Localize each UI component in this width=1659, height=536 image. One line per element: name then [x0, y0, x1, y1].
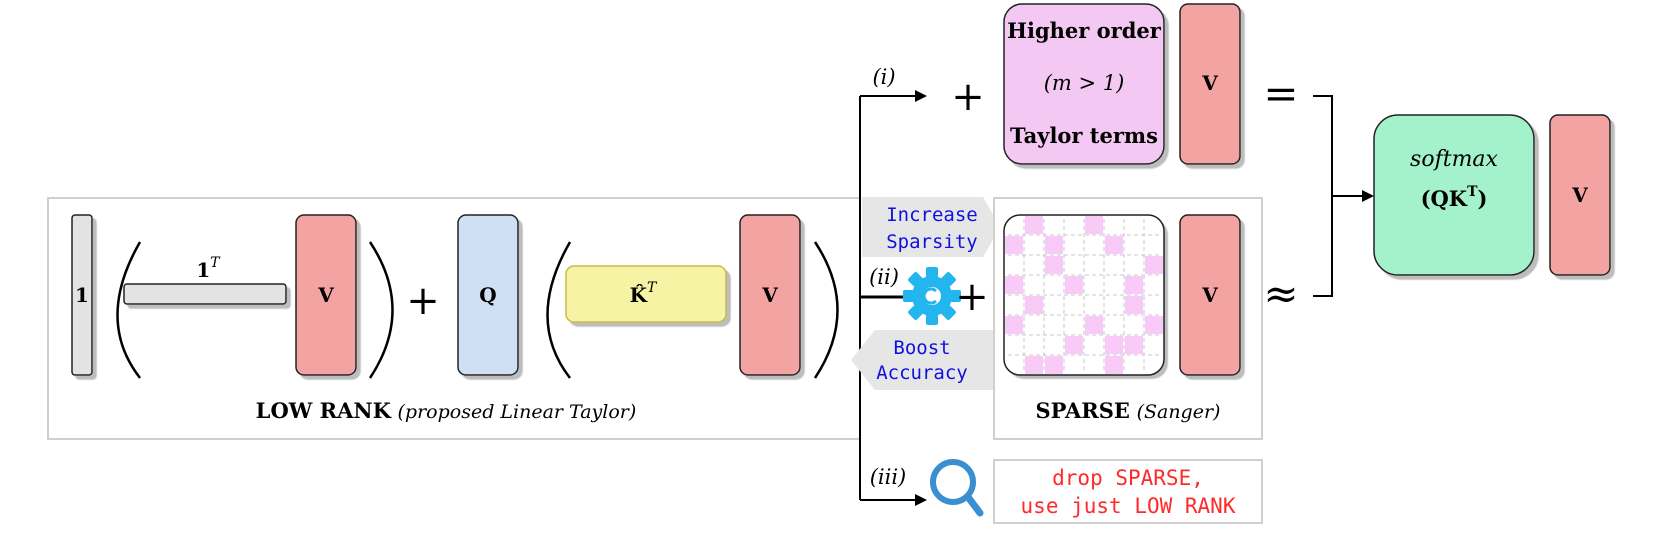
sparse-cell	[1145, 256, 1163, 274]
left-paren-2	[546, 241, 572, 379]
approx-sign: ≈	[1263, 269, 1298, 318]
drop-sparse-line2: use just LOW RANK	[1021, 494, 1236, 518]
boost-accuracy-line2: Accuracy	[876, 362, 968, 384]
branch-iii-label: (iii)	[870, 465, 907, 489]
ones-transpose-vector	[123, 283, 287, 305]
sparse-cell	[1125, 296, 1143, 314]
sparse-cell	[1045, 256, 1063, 274]
v-matrix-sparse	[1179, 214, 1241, 376]
sparse-cell	[1025, 296, 1043, 314]
right-paren-1	[368, 241, 394, 379]
sparse-cell	[1025, 216, 1043, 234]
v-matrix-softmax	[1549, 114, 1611, 276]
k-hat-transpose-matrix	[565, 265, 727, 323]
branch-ii-label: (ii)	[869, 265, 899, 289]
q-matrix-label: Q	[479, 283, 496, 307]
gear-icon	[903, 267, 961, 325]
sparse-cell	[1005, 316, 1023, 334]
sparse-cell	[1025, 356, 1043, 374]
sparse-matrix-grid	[1008, 219, 1160, 371]
v-matrix-low-rank-2	[739, 214, 801, 376]
ones-transpose-sup: T	[210, 255, 221, 271]
ones-vector	[71, 214, 93, 376]
ones-transpose-label: 1T	[196, 255, 221, 282]
k-hat-transpose-label: K̂T	[630, 280, 658, 307]
v-matrix-higher-order	[1179, 3, 1241, 165]
sparse-cell	[1085, 216, 1103, 234]
middle-plus: +	[955, 274, 989, 320]
low-rank-plus: +	[406, 278, 440, 324]
softmax-line1: softmax	[1410, 147, 1498, 172]
v-matrix-sparse-label: V	[1201, 283, 1218, 307]
softmax-box	[1373, 114, 1535, 276]
sparse-cell	[1045, 356, 1063, 374]
sparse-cell	[1105, 336, 1123, 354]
drop-sparse-box	[993, 459, 1263, 524]
drop-sparse-line1: drop SPARSE,	[1052, 466, 1204, 490]
higher-order-box	[1003, 3, 1165, 165]
sparse-cell	[1105, 236, 1123, 254]
v-matrix-softmax-label: V	[1571, 183, 1588, 207]
low-rank-caption: LOW RANK (proposed Linear Taylor)	[256, 398, 637, 423]
sparse-matrix-cells	[1005, 216, 1163, 374]
sparse-cell	[1005, 236, 1023, 254]
k-hat-sup: T	[647, 280, 658, 296]
equals-sign: =	[1263, 69, 1298, 118]
increase-sparsity-arrow	[862, 197, 1000, 257]
increase-sparsity-line2: Sparsity	[886, 231, 978, 253]
sparse-cell	[1145, 316, 1163, 334]
sparse-cell	[1125, 276, 1143, 294]
sparse-cell	[1065, 276, 1083, 294]
left-paren-1	[116, 241, 142, 379]
higher-order-plus: +	[951, 74, 985, 120]
v-matrix-low-rank-2-label: V	[761, 283, 778, 307]
sparse-cell	[1065, 336, 1083, 354]
magnifier-icon	[930, 459, 984, 517]
higher-order-line3: Taylor terms	[1010, 123, 1158, 148]
sparse-cell	[1005, 276, 1023, 294]
sparse-caption: SPARSE (Sanger)	[1036, 398, 1221, 423]
boost-accuracy-arrow	[851, 330, 995, 390]
sparse-matrix-border	[1003, 214, 1165, 376]
higher-order-line2: (m > 1)	[1044, 71, 1125, 95]
softmax-sup: T	[1467, 184, 1478, 200]
q-matrix	[457, 214, 519, 376]
sparse-matrix	[1003, 214, 1165, 376]
sparse-cell	[1085, 316, 1103, 334]
ones-vector-label: 1	[75, 283, 89, 307]
sparse-cell	[1105, 356, 1123, 374]
boost-accuracy-line1: Boost	[893, 337, 950, 359]
right-paren-2	[813, 241, 839, 379]
v-matrix-higher-order-label: V	[1201, 71, 1218, 95]
v-matrix-low-rank-1-label: V	[317, 283, 334, 307]
increase-sparsity-line1: Increase	[886, 204, 978, 226]
softmax-line2: (QKT)	[1421, 184, 1488, 211]
merge-bracket	[1313, 95, 1333, 297]
sparse-cell	[1045, 236, 1063, 254]
branch-i-label: (i)	[872, 65, 895, 89]
higher-order-line1: Higher order	[1007, 18, 1162, 43]
sparse-cell	[1125, 336, 1143, 354]
v-matrix-low-rank-1	[295, 214, 357, 376]
